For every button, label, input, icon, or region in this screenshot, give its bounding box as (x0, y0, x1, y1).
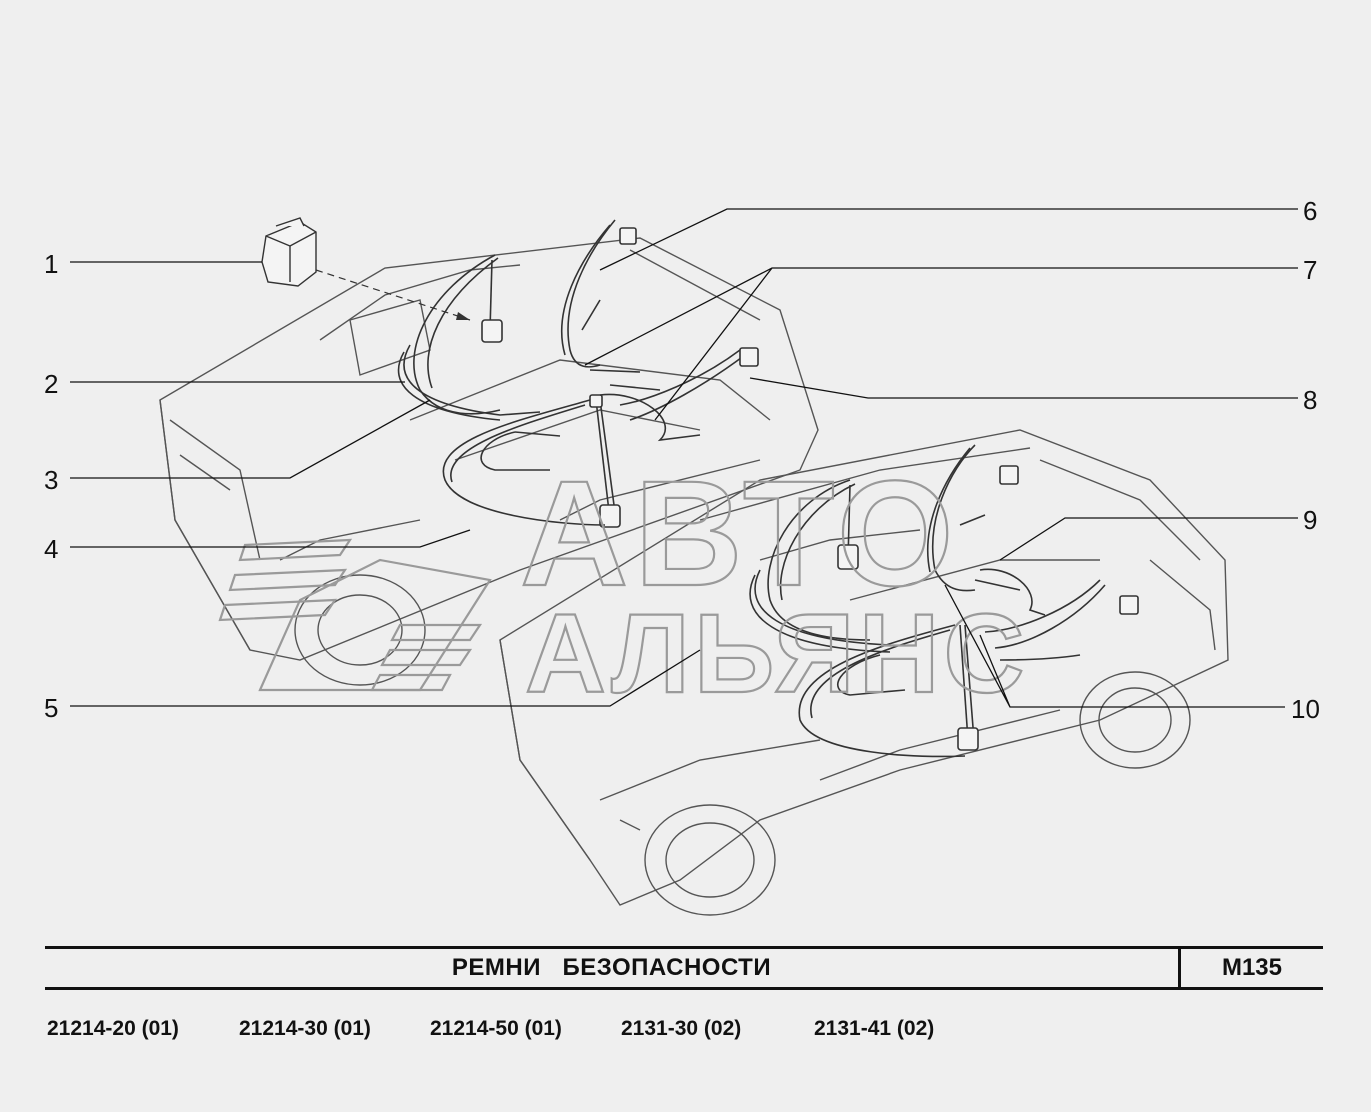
applicable-models: 21214-20 (01) 21214-30 (01) 21214-50 (01… (47, 1017, 934, 1041)
callout-4: 4 (44, 534, 59, 564)
section-title: РЕМНИ БЕЗОПАСНОСТИ (451, 954, 772, 981)
leader-8 (749, 377, 1298, 399)
seat-belts-car-5-door (749, 444, 1139, 758)
callout-6: 6 (1303, 196, 1318, 226)
callout-5: 5 (44, 693, 59, 723)
model-code: 2131-30 (02) (621, 1017, 742, 1040)
leader-10 (944, 584, 1285, 708)
seat-belts-car-3-door (397, 219, 759, 528)
arrow-head (456, 312, 470, 320)
callout-3: 3 (44, 465, 59, 495)
car-5-door-illustration (499, 429, 1229, 916)
leader-4 (70, 529, 471, 548)
leader-5 (70, 649, 701, 707)
title-divider (1178, 946, 1181, 990)
seat-belt-diagram: АВТО АЛЬЯНС (70, 208, 1298, 916)
callout-2: 2 (44, 369, 59, 399)
section-code: M135 (1221, 954, 1283, 981)
callout-7: 7 (1303, 255, 1318, 285)
model-code: 21214-20 (01) (47, 1017, 179, 1040)
leader-9 (999, 517, 1298, 561)
leader-6 (599, 208, 1298, 271)
callout-10: 10 (1291, 694, 1320, 724)
watermark-logo (218, 538, 492, 692)
callout-8: 8 (1303, 385, 1318, 415)
watermark-line-1: АВТО (520, 449, 960, 617)
model-code: 21214-50 (01) (430, 1017, 562, 1040)
title-block: РЕМНИ БЕЗОПАСНОСТИ M135 (45, 946, 1323, 990)
watermark-line-2: АЛЬЯНС (525, 591, 1028, 716)
buckle-cover-part (261, 217, 317, 287)
model-code: 21214-30 (01) (239, 1017, 371, 1040)
leader-lines (70, 208, 1298, 708)
callout-9: 9 (1303, 505, 1318, 535)
callout-1: 1 (44, 249, 59, 279)
model-code: 2131-41 (02) (814, 1017, 935, 1040)
leader-3 (70, 399, 431, 479)
leader-7 (584, 267, 1298, 421)
